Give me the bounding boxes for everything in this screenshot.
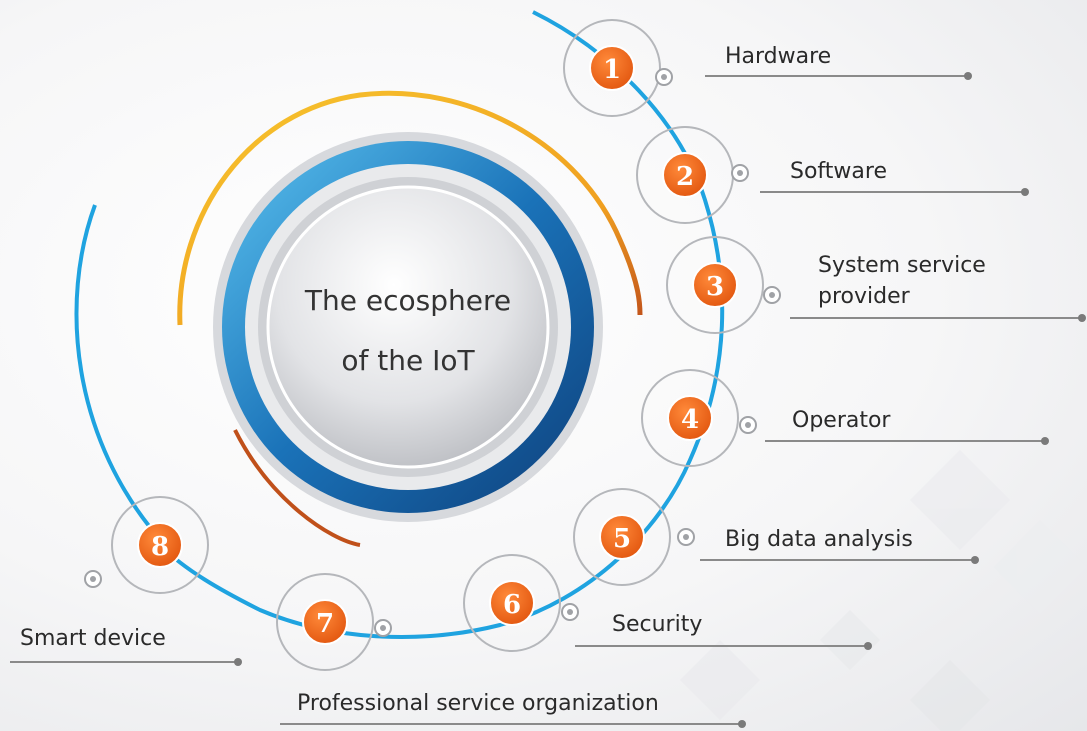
item-security: 6 Security [463,554,872,652]
center-title-line2: of the IoT [341,344,475,377]
badge-number-1: 1 [603,55,621,85]
badge-number-7: 7 [316,609,334,639]
item-label-smart-device: Smart device [20,626,166,651]
item-label-big-data: Big data analysis [725,527,913,552]
background-diamonds [680,450,1087,731]
item-professional-service: 7 Professional service organization [276,573,746,728]
item-label-professional-service: Professional service organization [297,691,659,716]
item-label-system-service-line2: provider [818,284,911,309]
badge-number-2: 2 [676,162,694,192]
item-label-security: Security [612,612,702,637]
item-operator: 4 Operator [641,369,1049,467]
item-label-hardware: Hardware [725,44,831,69]
orange-arc-lower [233,429,361,547]
item-smart-device: 8 Smart device [10,496,242,666]
item-software: 2 Software [636,126,1029,224]
item-system-service-provider: 3 System service provider [666,236,1086,334]
center-hub: The ecosphere of the IoT [213,132,603,522]
badge-number-4: 4 [681,405,699,435]
item-hardware: 1 Hardware [563,19,972,117]
item-label-software: Software [790,159,887,184]
item-label-system-service-line1: System service [818,253,986,278]
badge-number-5: 5 [613,524,631,554]
item-big-data-analysis: 5 Big data analysis [573,488,979,586]
center-title-line1: The ecosphere [304,284,511,317]
outer-blue-arc-left [74,204,167,547]
badge-number-8: 8 [151,532,169,562]
item-label-operator: Operator [792,408,891,433]
badge-number-6: 6 [503,590,521,620]
yellow-arc [177,90,643,326]
badge-number-3: 3 [706,272,724,302]
